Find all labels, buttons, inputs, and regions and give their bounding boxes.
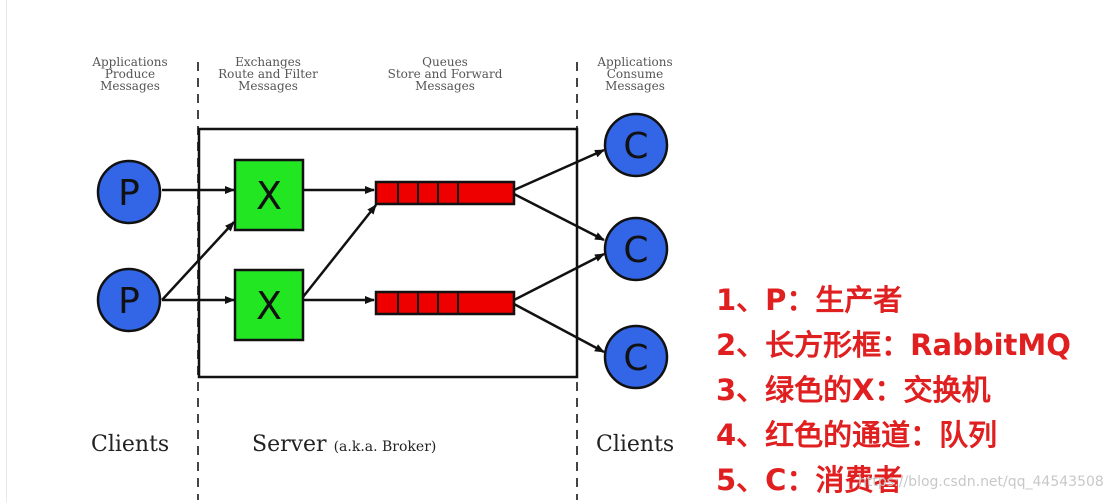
consumer-label: C <box>623 230 648 271</box>
legend-item-consumer: 5、C：消费者 <box>716 463 903 497</box>
legend-item-producer: 1、P：生产者 <box>716 283 903 317</box>
consumer-label: C <box>623 338 648 379</box>
server-title: Server <box>252 432 327 457</box>
producer-node-1: P <box>96 159 162 225</box>
producer-node-2: P <box>96 267 162 333</box>
queue-2 <box>374 290 516 316</box>
arrow-q1-c2 <box>513 192 605 242</box>
clients-left-label: Clients <box>91 432 170 457</box>
server-note: (a.k.a. Broker) <box>333 439 437 455</box>
arrow-q2-c3 <box>513 302 605 354</box>
server-label: Server (a.k.a. Broker) <box>252 432 436 457</box>
legend-item-exchange: 3、绿色的X：交换机 <box>716 373 991 407</box>
producer-label: P <box>118 173 140 214</box>
exchange-label: X <box>256 284 282 328</box>
exchange-node-2: X <box>233 268 305 342</box>
page-edge-line <box>6 0 7 502</box>
arrow-x2-q1 <box>302 204 377 298</box>
producer-label: P <box>118 281 140 322</box>
consumer-node-1: C <box>603 112 669 178</box>
queue-1 <box>374 180 516 206</box>
exchange-node-1: X <box>233 158 305 232</box>
legend-item-broker: 2、长方形框：RabbitMQ <box>716 328 1071 362</box>
consumer-node-3: C <box>603 324 669 390</box>
clients-right-label: Clients <box>596 432 675 457</box>
legend-item-queue: 4、红色的通道：队列 <box>716 418 998 452</box>
consumer-node-2: C <box>603 216 669 282</box>
exchange-label: X <box>256 174 282 218</box>
arrow-q2-c2 <box>513 252 605 302</box>
arrow-p2-x1 <box>161 221 235 301</box>
arrow-q1-c1 <box>513 148 605 192</box>
legend-list: 1、P：生产者 2、长方形框：RabbitMQ 3、绿色的X：交换机 4、红色的… <box>716 278 1071 503</box>
consumer-label: C <box>623 126 648 167</box>
watermark: https://blog.csdn.net/qq_44543508 <box>858 474 1104 490</box>
